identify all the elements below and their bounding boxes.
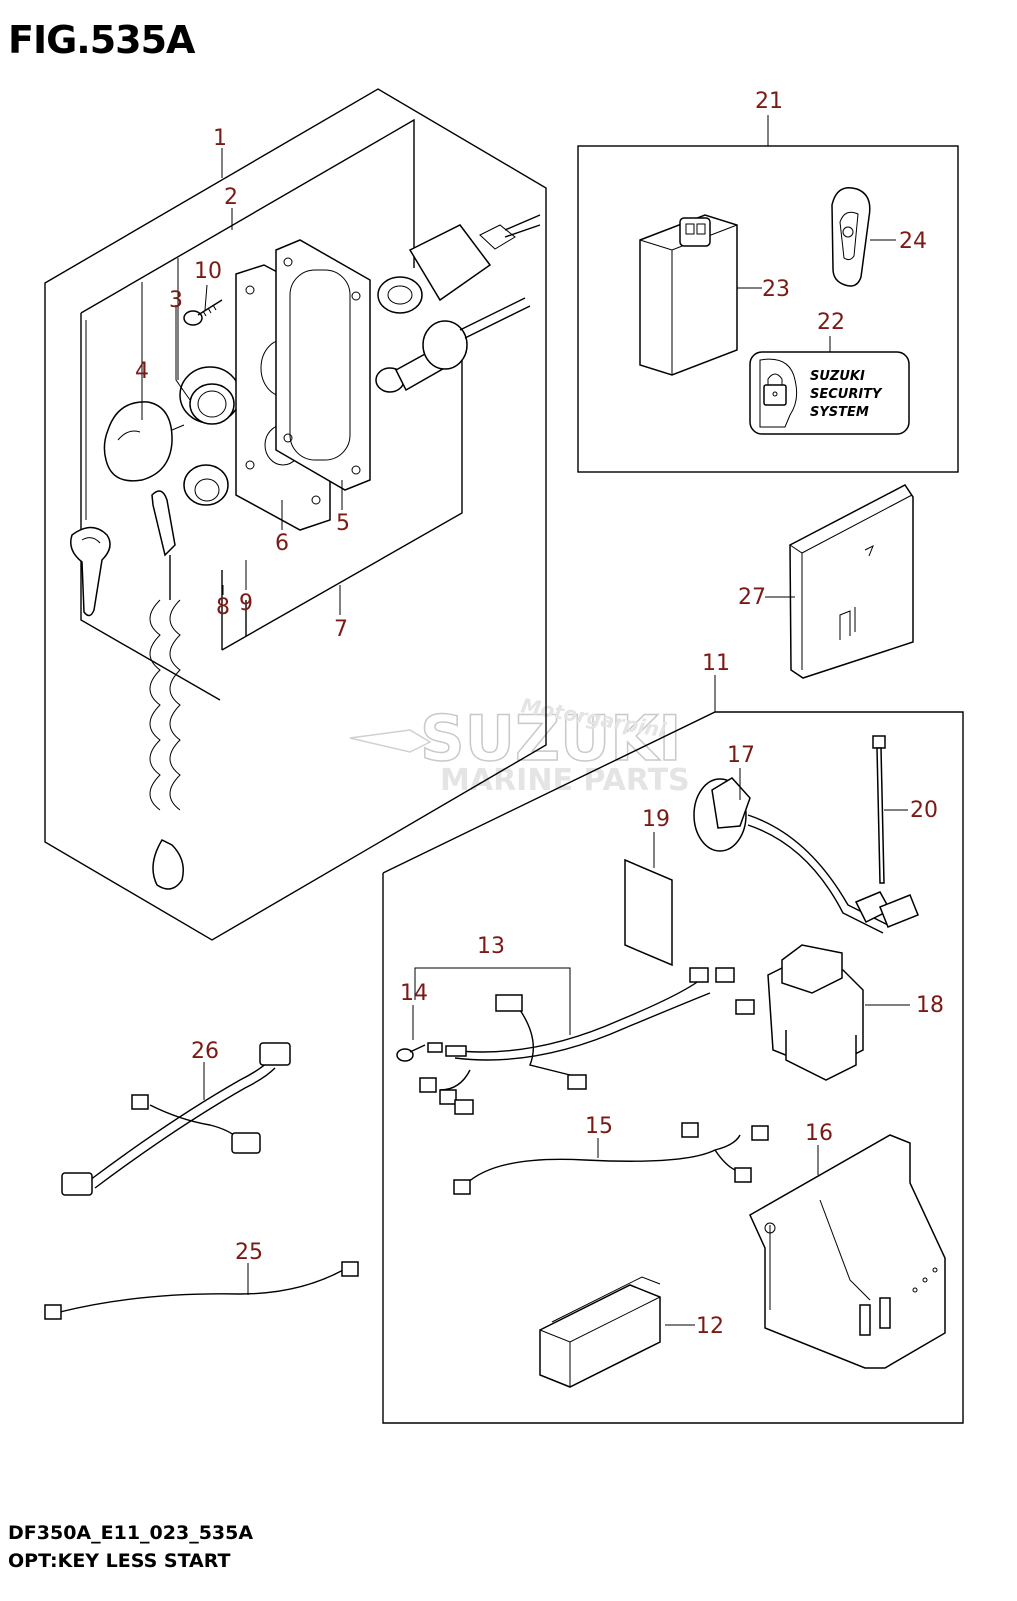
callout-21: 21 — [755, 89, 783, 114]
group-21-box — [577, 115, 959, 473]
group-11-box — [382, 675, 964, 1424]
callout-12: 12 — [696, 1314, 724, 1339]
callout-25: 25 — [235, 1240, 263, 1265]
callout-3: 3 — [169, 288, 183, 313]
callout-23: 23 — [762, 277, 790, 302]
callout-13: 13 — [477, 934, 505, 959]
lanyard-part — [149, 490, 184, 890]
ignition-switch-part — [377, 214, 541, 314]
callout-22: 22 — [817, 310, 845, 335]
control-unit-part — [639, 214, 762, 376]
washer-part — [183, 464, 229, 506]
callout-8: 8 — [216, 595, 230, 620]
callout-16: 16 — [805, 1121, 833, 1146]
card-19-part — [624, 832, 673, 967]
security-decal: SUZUKI SECURITY SYSTEM — [749, 336, 910, 435]
watermark: SUZUKI MARINE PARTS Motorgarpini — [349, 693, 690, 798]
cable-tie-part — [872, 735, 908, 884]
callout-5: 5 — [336, 511, 350, 536]
decal-line-3: SYSTEM — [810, 405, 869, 420]
harness-15-part — [453, 1122, 769, 1195]
figure-name: OPT:KEY LESS START — [8, 1550, 231, 1572]
callout-11: 11 — [702, 651, 730, 676]
callout-18: 18 — [916, 993, 944, 1018]
callout-24: 24 — [899, 229, 927, 254]
callout-26: 26 — [191, 1039, 219, 1064]
decal-line-1: SUZUKI — [810, 369, 865, 384]
callout-2: 2 — [224, 185, 238, 210]
screw-part — [183, 299, 223, 326]
decal-line-2: SECURITY — [810, 387, 883, 402]
bracket-16-part — [749, 1134, 946, 1369]
callout-labels: 1 2 3 4 5 6 7 8 9 10 11 12 13 14 15 16 1… — [135, 89, 944, 1339]
callout-9: 9 — [239, 591, 253, 616]
key-fob-part — [831, 187, 896, 287]
callout-19: 19 — [642, 807, 670, 832]
callout-14: 14 — [400, 981, 428, 1006]
group-1-leaders — [141, 148, 343, 615]
case-12-part — [539, 1276, 695, 1388]
watermark-line2: MARINE PARTS — [440, 763, 690, 798]
callout-17: 17 — [727, 743, 755, 768]
callout-27: 27 — [738, 585, 766, 610]
key-icon — [70, 526, 111, 617]
callout-4: 4 — [135, 359, 149, 384]
gasket-part — [275, 239, 371, 491]
callout-15: 15 — [585, 1114, 613, 1139]
callout-10: 10 — [194, 259, 222, 284]
stop-switch-part — [375, 297, 531, 393]
group-1-panel — [44, 88, 547, 941]
watermark-brand: SUZUKI — [420, 702, 681, 775]
figure-code: DF350A_E11_023_535A — [8, 1522, 254, 1544]
watermark-motor-icon — [349, 729, 432, 753]
screw-14-part — [396, 1005, 426, 1062]
harness-25-part — [44, 1261, 359, 1320]
figure-title: FIG.535A — [8, 18, 195, 62]
callout-7: 7 — [334, 617, 348, 642]
nut-part — [179, 366, 241, 425]
relay-18-part — [767, 944, 910, 1081]
callout-1: 1 — [213, 126, 227, 151]
callout-6: 6 — [275, 531, 289, 556]
callout-20: 20 — [910, 798, 938, 823]
module-27-part — [765, 484, 914, 679]
harness-13-part — [414, 967, 755, 1115]
sensor-17-part — [693, 768, 919, 934]
knob-part — [103, 401, 185, 482]
figure-footer: DF350A_E11_023_535A OPT:KEY LESS START — [8, 1522, 253, 1572]
harness-26-part — [61, 1042, 291, 1196]
